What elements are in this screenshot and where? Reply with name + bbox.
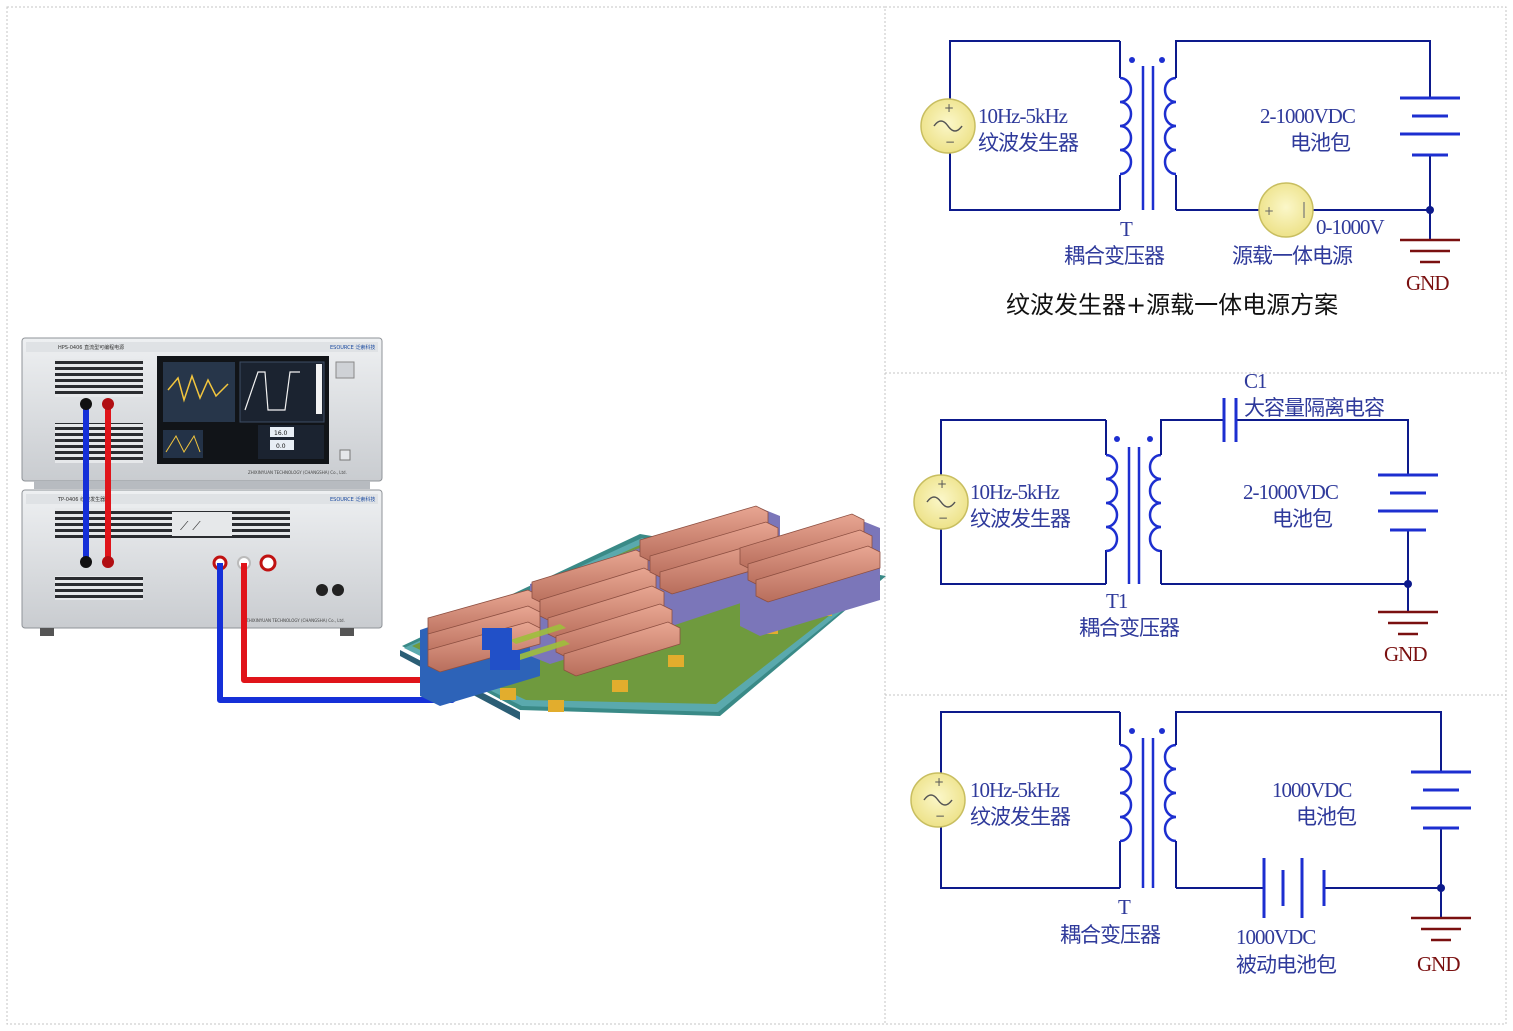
- scheme1-transformer-name: 耦合变压器: [1064, 244, 1165, 268]
- power-supply-footer: ZHIXINYUAN TECHNOLOGY (CHANGSHA) Co., Lt…: [248, 470, 347, 475]
- right-panel-frames: [884, 6, 1507, 1025]
- scheme2-cap-name: 大容量隔离电容: [1244, 396, 1385, 420]
- scheme2-transformer-ref: T1: [1106, 589, 1128, 613]
- svg-text:+: +: [937, 477, 947, 491]
- ripple-generator-footer: ZHIXINYUAN TECHNOLOGY (CHANGSHA) Co., Lt…: [246, 618, 345, 623]
- scheme1-gen-range: 10Hz-5kHz: [978, 104, 1068, 128]
- scheme3-gnd-label: GND: [1417, 952, 1460, 976]
- scheme1-transformer-ref: T: [1120, 217, 1133, 241]
- scheme2-generator-symbol: + −: [913, 474, 969, 530]
- svg-text:−: −: [945, 135, 955, 149]
- svg-text:−: −: [935, 809, 945, 823]
- scheme1-caption: 纹波发生器+源载一体电源方案: [1006, 291, 1338, 319]
- scheme2-gen-range: 10Hz-5kHz: [970, 480, 1060, 504]
- scheme3-batt-name: 电池包: [1296, 805, 1357, 829]
- scheme2-gen-name: 纹波发生器: [970, 507, 1071, 531]
- scheme1-source-value: 0-1000V: [1316, 215, 1384, 239]
- scheme3-transformer-ref: T: [1118, 895, 1131, 919]
- equipment-illustration: HPS-0406 直流型可编程电源 ESOURCE 泛索科技 16.0 0.0 …: [21, 337, 886, 720]
- svg-text:+: +: [944, 101, 954, 115]
- scheme1-labels: 10Hz-5kHz 纹波发生器 2-1000VDC 电池包 T 耦合变压器 0-…: [978, 104, 1450, 295]
- scheme1-source-symbol: +: [1258, 182, 1314, 238]
- scheme3-circuit: [940, 711, 1471, 942]
- power-supply-unit: HPS-0406 直流型可编程电源 ESOURCE 泛索科技 16.0 0.0 …: [21, 337, 383, 482]
- svg-text:+: +: [1264, 204, 1274, 218]
- scheme3-labels: 10Hz-5kHz 纹波发生器 1000VDC 电池包 T 耦合变压器 1000…: [970, 778, 1461, 977]
- scheme2-batt-range: 2-1000VDC: [1243, 480, 1338, 504]
- scheme2-cap-ref: C1: [1244, 369, 1267, 393]
- scheme3-gen-name: 纹波发生器: [970, 805, 1071, 829]
- svg-text:+: +: [934, 775, 944, 789]
- power-supply-brand: ESOURCE 泛索科技: [330, 344, 375, 351]
- scheme1-source-name: 源载一体电源: [1232, 244, 1353, 268]
- battery-pack-illustration: [400, 505, 886, 720]
- svg-text:−: −: [938, 511, 948, 525]
- ripple-generator-unit: TP-0406 纹波发生器 ESOURCE 泛索科技 ⟋ ⟋ ZHIXINYUA…: [21, 489, 383, 629]
- scheme3-passive-name: 被动电池包: [1236, 953, 1337, 977]
- scheme3-passive-range: 1000VDC: [1236, 925, 1315, 949]
- scheme2-batt-name: 电池包: [1272, 507, 1333, 531]
- scheme2-gnd-label: GND: [1384, 642, 1427, 666]
- screen-value-1: 16.0: [274, 430, 288, 437]
- ripple-generator-brand: ESOURCE 泛索科技: [330, 496, 375, 503]
- scheme3-batt-range: 1000VDC: [1272, 778, 1351, 802]
- svg-text:⟋ ⟋: ⟋ ⟋: [180, 519, 201, 533]
- scheme3-generator-symbol: + −: [910, 772, 966, 828]
- scheme3-transformer-name: 耦合变压器: [1060, 923, 1161, 947]
- scheme1-gen-name: 纹波发生器: [978, 131, 1079, 155]
- scheme2-labels: 10Hz-5kHz 纹波发生器 C1 大容量隔离电容 2-1000VDC 电池包…: [970, 369, 1428, 666]
- power-supply-model: HPS-0406 直流型可编程电源: [58, 344, 124, 351]
- screen-value-2: 0.0: [276, 443, 286, 450]
- scheme1-circuit: [949, 40, 1460, 264]
- scheme3-gen-range: 10Hz-5kHz: [970, 778, 1060, 802]
- scheme1-batt-name: 电池包: [1290, 131, 1351, 155]
- scheme1-generator-symbol: + −: [920, 98, 976, 154]
- scheme1-gnd-label: GND: [1406, 271, 1449, 295]
- scheme2-transformer-name: 耦合变压器: [1079, 616, 1180, 640]
- scheme1-batt-range: 2-1000VDC: [1260, 104, 1355, 128]
- left-panel-frame: [6, 6, 886, 1025]
- ripple-generator-model: TP-0406 纹波发生器: [57, 496, 105, 503]
